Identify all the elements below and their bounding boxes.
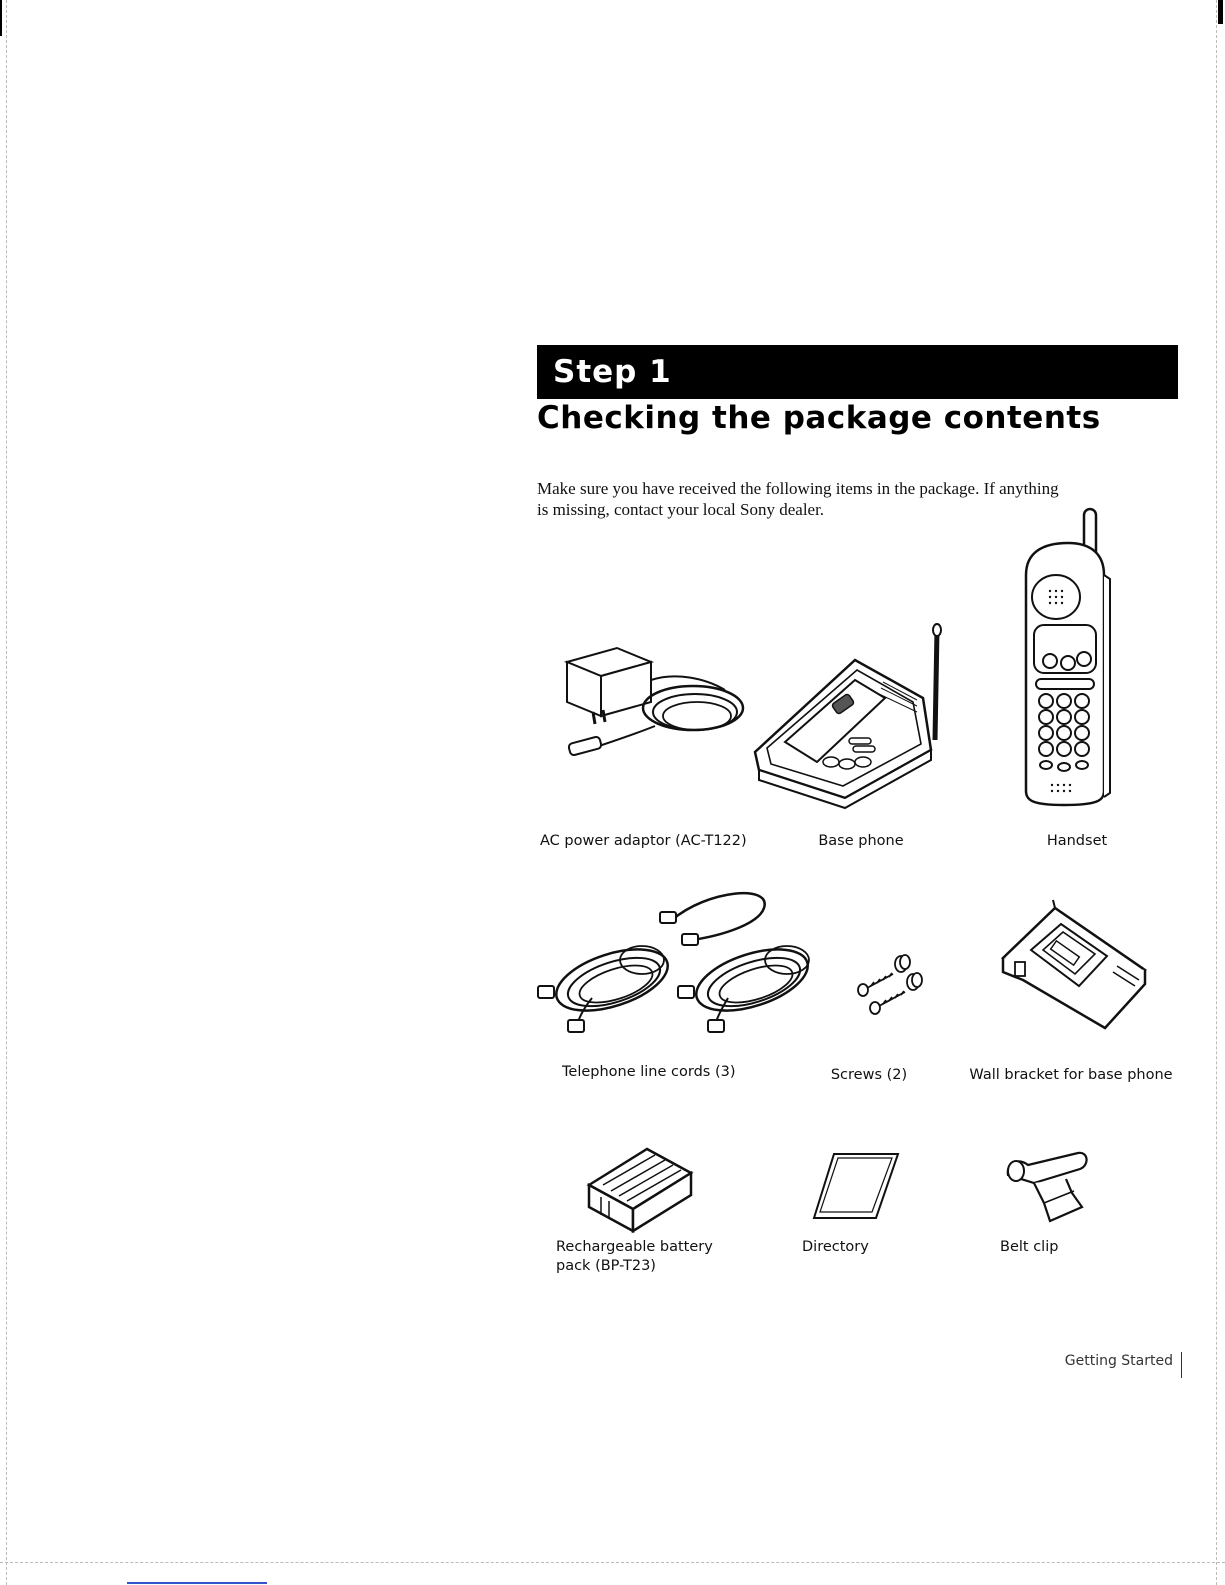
item-label-battery-pack-line1: Rechargeable battery: [556, 1239, 713, 1255]
intro-paragraph: Make sure you have received the followin…: [537, 479, 1059, 519]
item-label-handset: Handset: [1046, 833, 1108, 849]
belt-clip-illustration: [1006, 1151, 1088, 1223]
step-label: Step 1: [553, 354, 672, 390]
bottom-rule: [0, 1562, 1225, 1564]
item-label-screws: Screws (2): [830, 1067, 908, 1083]
step-banner: Step 1: [537, 345, 1178, 399]
item-label-wall-bracket: Wall bracket for base phone: [969, 1067, 1173, 1083]
page-title: Checking the package contents: [537, 400, 1101, 436]
item-label-battery-pack: Rechargeable battery pack (BP-T23): [556, 1238, 713, 1276]
ac-power-adaptor-illustration: [563, 646, 745, 757]
item-label-belt-clip: Belt clip: [1000, 1239, 1059, 1255]
item-label-battery-pack-line2: pack (BP-T23): [556, 1258, 656, 1274]
telephone-line-cords-illustration: [537, 891, 810, 1033]
base-phone-illustration: [753, 623, 942, 810]
directory-card-illustration: [812, 1153, 900, 1219]
scan-edge-left: [0, 0, 2, 36]
margin-rule-right: [1216, 0, 1218, 1585]
item-label-directory: Directory: [802, 1239, 869, 1255]
wall-bracket-illustration: [1000, 899, 1147, 1030]
item-label-base-phone: Base phone: [818, 833, 904, 849]
scan-blue-mark: [127, 1582, 267, 1584]
battery-pack-illustration: [586, 1147, 694, 1234]
margin-rule-left: [6, 0, 8, 1585]
handset-illustration: [1024, 507, 1111, 807]
scan-edge-right: [1218, 0, 1223, 24]
footer-rule: [1181, 1352, 1182, 1378]
item-label-ac-power-adaptor: AC power adaptor (AC-T122): [540, 833, 747, 849]
footer-section-name: Getting Started: [1064, 1353, 1173, 1369]
item-label-telephone-line-cords: Telephone line cords (3): [562, 1064, 736, 1080]
screws-illustration: [857, 954, 923, 1015]
